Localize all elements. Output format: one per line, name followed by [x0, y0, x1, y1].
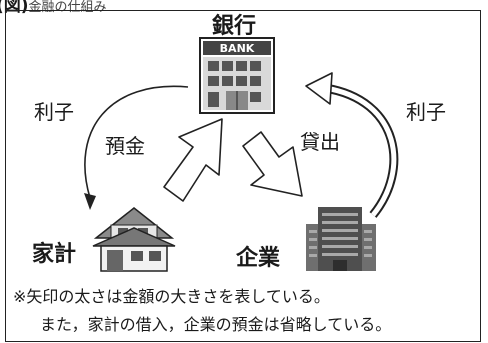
figure-caption: (図)金融の仕組み: [0, 0, 107, 16]
interest-to-household-arrow: [84, 85, 189, 210]
diagram-frame: [5, 10, 481, 342]
interest-to-bank-arrow: [305, 72, 399, 218]
office-building-icon: [306, 207, 376, 271]
interest-right-label: 利子: [406, 100, 446, 124]
loan-label: 貸出: [300, 130, 340, 154]
bank-building-icon: BANK: [199, 37, 275, 114]
company-label: 企業: [236, 246, 281, 271]
interest-left-label: 利子: [34, 100, 74, 124]
figure-caption-rest: 金融の仕組み: [28, 0, 107, 15]
figure-caption-lead: (図): [0, 0, 29, 16]
note-line-1: ※矢印の太さは金額の大きさを表している。: [13, 287, 330, 306]
deposit-label: 預金: [105, 134, 145, 158]
household-label: 家計: [32, 242, 77, 267]
house-icon: [92, 207, 176, 272]
deposit-arrow: [163, 118, 223, 202]
loan-arrow: [242, 131, 303, 197]
bank-sign: BANK: [220, 42, 255, 55]
bank-label: 銀行: [212, 14, 257, 39]
note-line-2: また，家計の借入，企業の預金は省略している。: [40, 315, 392, 334]
